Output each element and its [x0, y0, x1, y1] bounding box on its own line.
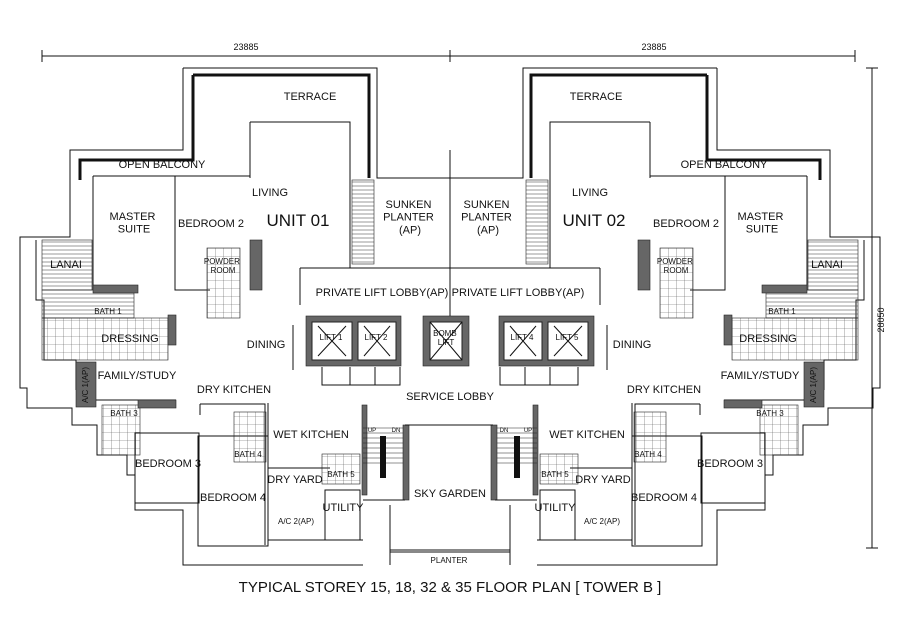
dry-yard-label: DRY YARD	[575, 474, 630, 486]
family-study-label: FAMILY/STUDY	[721, 370, 800, 382]
bedroom-2-label: BEDROOM 2	[653, 218, 719, 230]
bath-5-label: BATH 5	[327, 470, 355, 479]
dim-depth: 28050	[876, 307, 886, 332]
unit-02-labels: TERRACE OPEN BALCONY LIVING UNIT 02 MAST…	[452, 91, 843, 526]
powder-room-label: POWDER ROOM	[657, 257, 695, 275]
dry-kitchen-label: DRY KITCHEN	[197, 384, 271, 396]
unit-02-plan	[448, 66, 882, 567]
unit-01-label: UNIT 01	[267, 211, 330, 230]
stair-up-label: UP	[368, 428, 376, 434]
bath-3-label: BATH 3	[110, 409, 138, 418]
bath-4-label: BATH 4	[634, 450, 662, 459]
open-balcony-label: OPEN BALCONY	[119, 159, 206, 171]
bedroom-4-label: BEDROOM 4	[200, 492, 266, 504]
lanai-label: LANAI	[811, 259, 843, 271]
bedroom-4-label: BEDROOM 4	[631, 492, 697, 504]
unit-02-label: UNIT 02	[563, 211, 626, 230]
bomb-lift-label: BOMB LIFT	[433, 329, 459, 347]
dining-label: DINING	[247, 339, 286, 351]
bath-1-label: BATH 1	[768, 307, 796, 316]
utility-label: UTILITY	[535, 502, 577, 514]
sky-garden-label: SKY GARDEN	[414, 488, 486, 500]
private-lift-lobby-label: PRIVATE LIFT LOBBY(AP)	[316, 287, 449, 299]
lift-1-label: LIFT 1	[320, 333, 344, 342]
utility-label: UTILITY	[323, 502, 365, 514]
ac1-label: A/C 1(AP)	[809, 367, 818, 403]
bedroom-3-label: BEDROOM 3	[697, 458, 763, 470]
lift-5-label: LIFT 5	[556, 333, 580, 342]
stair-up-label-2: UP	[524, 428, 532, 434]
family-study-label: FAMILY/STUDY	[98, 370, 177, 382]
dining-label: DINING	[613, 339, 652, 351]
ac2-label: A/C 2(AP)	[278, 517, 314, 526]
service-lobby-label: SERVICE LOBBY	[406, 391, 494, 403]
wet-kitchen-label: WET KITCHEN	[549, 429, 625, 441]
bath-5-label: BATH 5	[541, 470, 569, 479]
lift-2-label: LIFT 2	[365, 333, 389, 342]
core-labels: SERVICE LOBBY SKY GARDEN PLANTER UP DN D…	[368, 391, 532, 565]
master-suite-label: MASTER SUITE	[110, 211, 159, 236]
ac1-label: A/C 1(AP)	[81, 367, 90, 403]
lanai-label: LANAI	[50, 259, 82, 271]
dim-right-width: 23885	[641, 42, 666, 52]
powder-room-label: POWDER ROOM	[204, 257, 242, 275]
dressing-label: DRESSING	[101, 333, 158, 345]
dry-yard-label: DRY YARD	[267, 474, 322, 486]
open-balcony-label: OPEN BALCONY	[681, 159, 768, 171]
master-suite-label: MASTER SUITE	[738, 211, 787, 236]
bedroom-2-label: BEDROOM 2	[178, 218, 244, 230]
unit-01-plan	[18, 66, 452, 567]
bath-1-label: BATH 1	[94, 307, 122, 316]
unit-01-labels: TERRACE OPEN BALCONY LIVING UNIT 01 MAST…	[50, 91, 448, 526]
terrace-label: TERRACE	[284, 91, 337, 103]
terrace-label: TERRACE	[570, 91, 623, 103]
dry-kitchen-label: DRY KITCHEN	[627, 384, 701, 396]
lift-4-label: LIFT 4	[511, 333, 535, 342]
private-lift-lobby-label: PRIVATE LIFT LOBBY(AP)	[452, 287, 585, 299]
sunken-planter-label: SUNKEN PLANTER (AP)	[383, 199, 437, 236]
sunken-planter-label: SUNKEN PLANTER (AP)	[461, 199, 515, 236]
living-label: LIVING	[572, 187, 608, 199]
dressing-label: DRESSING	[739, 333, 796, 345]
plan-title: TYPICAL STOREY 15, 18, 32 & 35 FLOOR PLA…	[239, 579, 662, 596]
living-label: LIVING	[252, 187, 288, 199]
bedroom-3-label: BEDROOM 3	[135, 458, 201, 470]
planter-label: PLANTER	[431, 556, 468, 565]
ac2-label: A/C 2(AP)	[584, 517, 620, 526]
stair-dn-label-2: DN	[500, 428, 509, 434]
dimension-lines: 23885 23885 28050	[41, 42, 886, 549]
dim-left-width: 23885	[233, 42, 258, 52]
core: BOMB LIFT	[405, 150, 493, 426]
wet-kitchen-label: WET KITCHEN	[273, 429, 349, 441]
stair-dn-label: DN	[392, 428, 401, 434]
bath-3-label: BATH 3	[756, 409, 784, 418]
bath-4-label: BATH 4	[234, 450, 262, 459]
